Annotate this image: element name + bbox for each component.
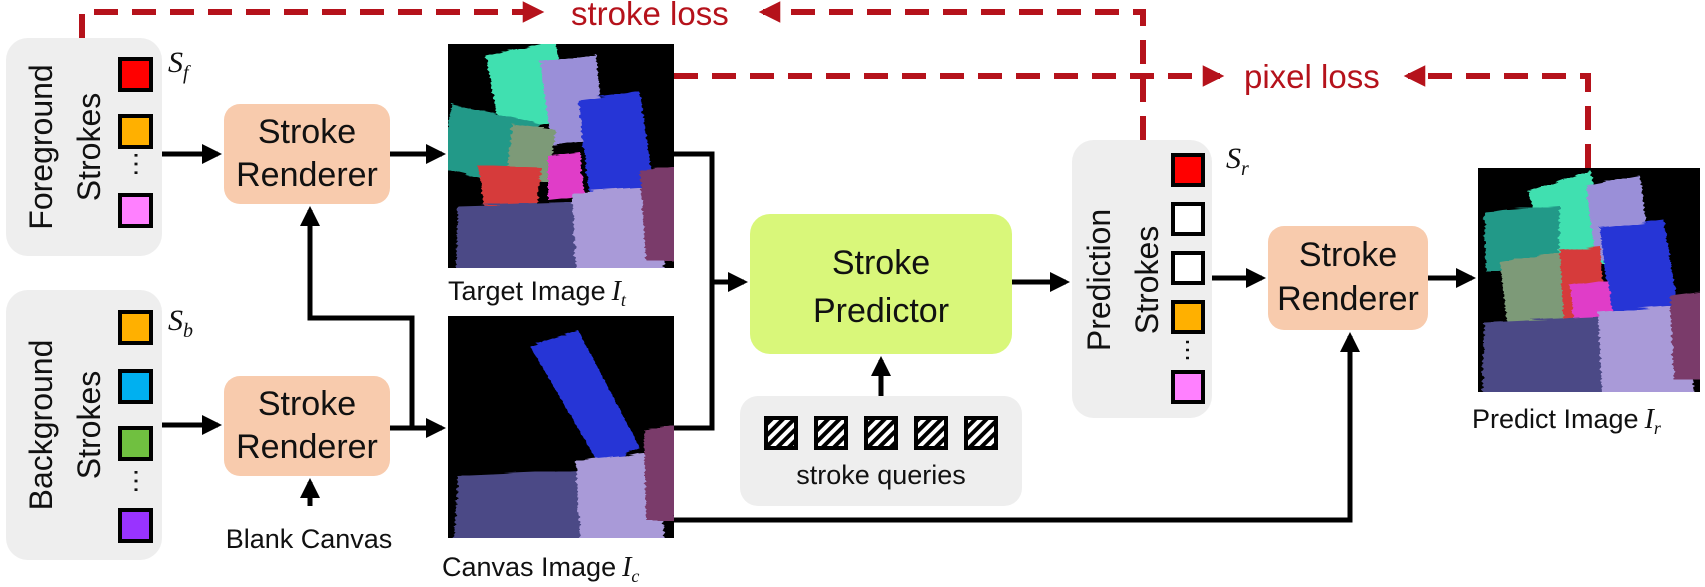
background-panel-bg — [6, 290, 162, 560]
stroke-loss-line-right — [758, 1, 1146, 140]
pixel-loss-lines: pixel loss — [674, 58, 1591, 168]
foreground-label-line2: Strokes — [71, 93, 107, 201]
prediction-label-line2: Strokes — [1129, 226, 1165, 334]
predict-image — [1478, 168, 1700, 392]
foreground-swatch-pink — [118, 193, 153, 228]
target-image — [448, 44, 674, 268]
prediction-strokes-panel: Prediction Strokes ⋯ Sr — [1072, 140, 1249, 418]
stroke-query-token — [964, 416, 998, 450]
foreground-symbol: Sf — [168, 46, 191, 84]
foreground-swatch-orange — [118, 114, 153, 149]
prediction-swatch-empty-1 — [1171, 202, 1205, 236]
stroke-query-token — [814, 416, 848, 450]
arrow-target-to-predictor — [674, 151, 748, 292]
stroke-queries-panel: stroke queries — [740, 396, 1022, 506]
stroke-query-tokens — [764, 416, 998, 450]
prediction-swatch-empty-2 — [1171, 251, 1205, 285]
background-label-line1: Background — [23, 340, 59, 511]
arrow-canvas-feedback-to-renderer — [300, 206, 415, 428]
stroke-queries-label: stroke queries — [796, 460, 966, 490]
background-swatch-blue — [118, 369, 153, 404]
stroke-renderer-right: Stroke Renderer — [1268, 226, 1428, 330]
prediction-label-line1: Prediction — [1081, 209, 1117, 351]
arrow-canvas-to-renderer-right — [674, 332, 1360, 523]
blank-canvas-label: Blank Canvas — [226, 524, 393, 554]
stroke-renderer-top: Stroke Renderer — [224, 104, 390, 204]
stroke-predictor-box — [750, 214, 1012, 354]
stroke-renderer-bottom-box — [224, 376, 390, 476]
prediction-symbol: Sr — [1226, 142, 1249, 180]
background-swatch-orange — [118, 310, 153, 345]
canvas-image — [448, 316, 674, 538]
stroke-queries-bg — [740, 396, 1022, 506]
background-swatch-green — [118, 426, 153, 461]
background-symbol: Sb — [168, 304, 193, 342]
flow-arrows — [162, 144, 1476, 523]
stroke-renderer-right-line2: Renderer — [1277, 280, 1419, 318]
stroke-renderer-right-box — [1268, 226, 1428, 330]
stroke-loss-label: stroke loss — [571, 0, 729, 32]
stroke-renderer-bottom: Stroke Renderer — [224, 376, 390, 476]
stroke-renderer-top-box — [224, 104, 390, 204]
stroke-renderer-bottom-line2: Renderer — [236, 428, 378, 466]
foreground-ellipsis: ⋯ — [122, 151, 152, 177]
foreground-swatch-red — [118, 57, 153, 92]
prediction-swatch-pink — [1171, 370, 1205, 404]
foreground-label-line1: Foreground — [23, 64, 59, 229]
stroke-query-token — [864, 416, 898, 450]
stroke-renderer-top-line1: Stroke — [258, 113, 356, 151]
prediction-swatch-orange — [1171, 300, 1205, 334]
stroke-query-token — [914, 416, 948, 450]
stroke-predictor-line1: Stroke — [832, 244, 930, 282]
stroke-query-token — [764, 416, 798, 450]
pixel-loss-line-right — [1403, 65, 1591, 168]
background-swatch-purple — [118, 508, 153, 543]
stroke-renderer-bottom-line1: Stroke — [258, 385, 356, 423]
stroke-renderer-top-line2: Renderer — [236, 156, 378, 194]
background-ellipsis: ⋯ — [122, 468, 152, 494]
arrow-canvas-to-predictor — [674, 282, 715, 431]
prediction-swatch-red — [1171, 153, 1205, 187]
stroke-loss-line-left — [79, 1, 545, 38]
prediction-ellipsis: ⋯ — [1174, 338, 1201, 362]
stroke-renderer-right-line1: Stroke — [1299, 236, 1397, 274]
foreground-strokes-panel: Foreground Strokes ⋯ Sf — [6, 38, 191, 256]
background-label-line2: Strokes — [71, 371, 107, 479]
background-strokes-panel: Background Strokes ⋯ Sb — [6, 290, 193, 560]
stroke-predictor-line2: Predictor — [813, 292, 949, 330]
pixel-loss-label: pixel loss — [1244, 58, 1380, 95]
stroke-loss-lines: stroke loss — [79, 0, 1146, 140]
stroke-predictor: Stroke Predictor — [750, 214, 1012, 354]
